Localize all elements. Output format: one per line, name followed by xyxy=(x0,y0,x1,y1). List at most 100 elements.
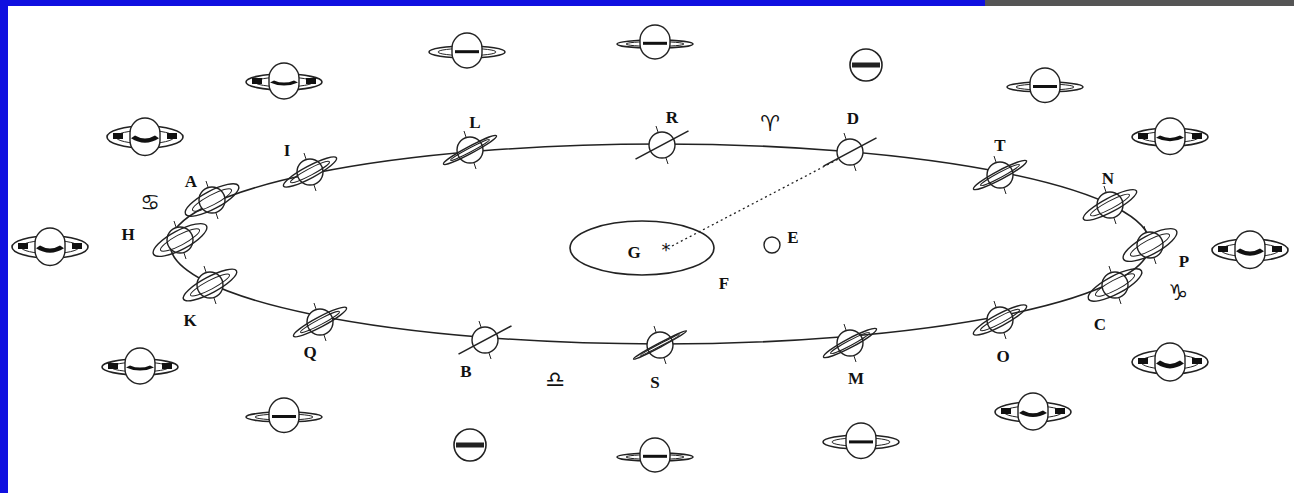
ring-ellipse xyxy=(971,301,1030,340)
position-letter: D xyxy=(847,110,859,127)
ring-ellipse xyxy=(1093,270,1136,299)
axis-tick xyxy=(174,221,176,227)
position-letter: H xyxy=(121,226,134,243)
frame-bar xyxy=(985,0,1294,6)
planet-disc xyxy=(850,49,882,81)
axis-tick xyxy=(464,131,466,137)
position-letter: P xyxy=(1179,253,1189,270)
ring-shadow xyxy=(1138,133,1148,139)
axis-tick xyxy=(1004,333,1006,339)
ring-ellipse xyxy=(640,334,680,357)
axis-tick xyxy=(214,298,216,304)
saturn-figure xyxy=(149,218,211,263)
ring-shadow xyxy=(1192,133,1202,139)
ring-ellipse xyxy=(971,157,1028,193)
saturn-view xyxy=(995,393,1071,430)
ring-shadow xyxy=(1019,411,1047,418)
ring-shadow xyxy=(1055,408,1065,414)
ring-ellipse xyxy=(442,133,498,167)
position-letter: K xyxy=(183,312,196,329)
saturn-view xyxy=(1212,231,1288,269)
axis-tick xyxy=(324,335,326,341)
ring-shadow xyxy=(36,246,64,253)
axis-tick xyxy=(1119,298,1121,304)
axis-tick xyxy=(1004,188,1006,194)
position-letter: E xyxy=(787,229,798,246)
planet-disc xyxy=(1155,343,1185,381)
saturn-view xyxy=(246,398,322,433)
saturn-view xyxy=(246,63,322,99)
saturn-figure xyxy=(1080,185,1140,226)
axis-tick xyxy=(314,185,316,191)
saturn-view xyxy=(102,348,178,384)
position-letter: G xyxy=(627,244,640,261)
axis-tick xyxy=(216,213,218,219)
axis-tick xyxy=(844,133,846,139)
planet-disc xyxy=(130,118,160,156)
saturn-view xyxy=(454,429,486,461)
planet-disc xyxy=(269,398,299,433)
axis-tick xyxy=(844,324,846,330)
earth-circle xyxy=(764,237,780,253)
ring-shadow xyxy=(643,455,667,458)
ring-ellipse xyxy=(1119,223,1181,268)
ring-ellipse xyxy=(180,264,240,306)
axis-tick xyxy=(1104,186,1106,192)
position-letter: Q xyxy=(303,344,316,361)
ring-edge xyxy=(824,138,877,166)
saturn-figure xyxy=(1119,223,1181,268)
ring-ellipse xyxy=(979,307,1021,333)
axis-tick xyxy=(666,158,668,164)
saturn-figure xyxy=(180,264,240,306)
ring-shadow xyxy=(455,50,479,53)
ring-shadow xyxy=(72,243,82,249)
axis-tick xyxy=(1144,226,1146,232)
ring-shadow xyxy=(252,78,262,84)
planet-disc xyxy=(1235,231,1265,269)
ring-edge xyxy=(636,131,689,159)
axis-tick xyxy=(184,253,186,259)
saturn-figure xyxy=(459,321,512,359)
ring-shadow xyxy=(1192,358,1202,364)
ring-shadow xyxy=(1218,246,1228,252)
saturn-figure xyxy=(633,326,688,364)
axis-tick xyxy=(304,153,306,159)
ring-shadow xyxy=(18,243,28,249)
axis-tick xyxy=(656,126,658,132)
position-letter: O xyxy=(996,348,1009,365)
position-letter: A xyxy=(185,173,197,190)
ring-ellipse xyxy=(821,325,878,361)
planet-disc xyxy=(647,332,673,358)
planet-disc xyxy=(1137,232,1163,258)
saturn-figure xyxy=(291,303,349,341)
saturn-view xyxy=(617,438,693,472)
axis-tick xyxy=(489,353,491,359)
planet-disc xyxy=(269,63,299,99)
frame-bar xyxy=(0,0,8,493)
saturn-view xyxy=(1132,118,1208,155)
axis-tick xyxy=(654,326,656,332)
ring-shadow xyxy=(131,136,159,143)
axis-tick xyxy=(994,156,996,162)
position-letter: S xyxy=(650,374,659,391)
ring-shadow xyxy=(1272,246,1282,252)
position-letter: N xyxy=(1102,170,1114,187)
ring-shadow xyxy=(1236,249,1264,256)
planet-disc xyxy=(846,423,876,459)
planet-disc xyxy=(1097,192,1123,218)
sight-line xyxy=(672,155,846,246)
planet-disc xyxy=(987,307,1013,333)
ring-shadow xyxy=(167,133,177,139)
planet-disc xyxy=(167,227,193,253)
planet-disc xyxy=(1030,68,1060,103)
ring-ellipse xyxy=(149,218,211,263)
saturn-figure xyxy=(442,131,498,169)
axis-tick xyxy=(994,301,996,307)
position-letter: R xyxy=(666,109,678,126)
saturn-view xyxy=(1007,68,1083,103)
ring-edge xyxy=(459,326,512,354)
saturn-figure xyxy=(821,324,878,362)
ring-shadow xyxy=(1001,408,1011,414)
planet-disc xyxy=(1155,118,1185,155)
